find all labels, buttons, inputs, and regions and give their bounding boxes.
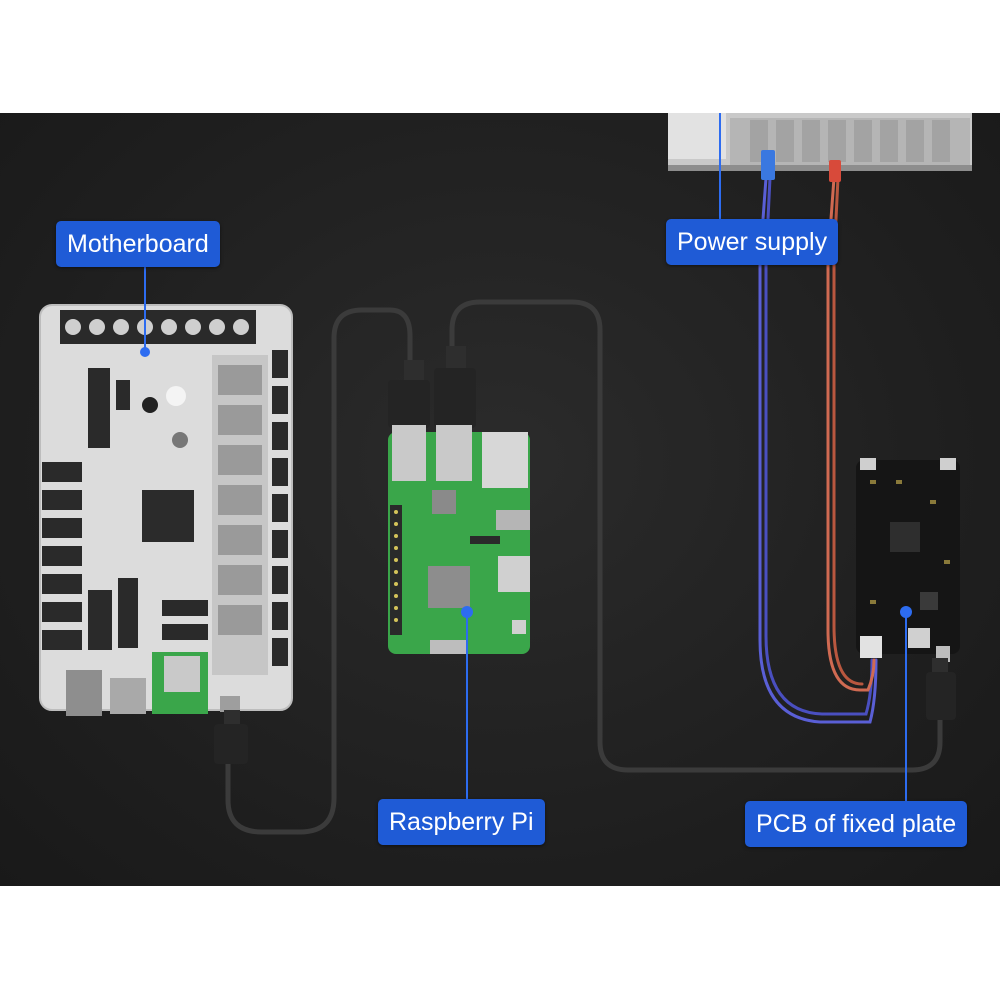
pcb-fixed-plate-board — [856, 458, 960, 662]
power-supply-label: Power supply — [666, 219, 839, 265]
motherboard-board — [39, 304, 293, 716]
motherboard-usb-plug — [214, 710, 248, 764]
raspberry-pi-board — [388, 425, 530, 654]
raspberry-pi-label: Raspberry Pi — [378, 799, 545, 845]
power-supply-unit — [668, 113, 972, 171]
leader-dots — [140, 347, 912, 618]
pcb-fixed-plate-label: PCB of fixed plate — [745, 801, 968, 847]
usb-plugs — [388, 346, 476, 428]
motherboard-label: Motherboard — [56, 221, 220, 267]
usb-cables — [225, 299, 943, 835]
power-wires — [758, 150, 878, 724]
leader-lines — [144, 113, 907, 801]
pcb-usb-plug — [926, 658, 956, 720]
